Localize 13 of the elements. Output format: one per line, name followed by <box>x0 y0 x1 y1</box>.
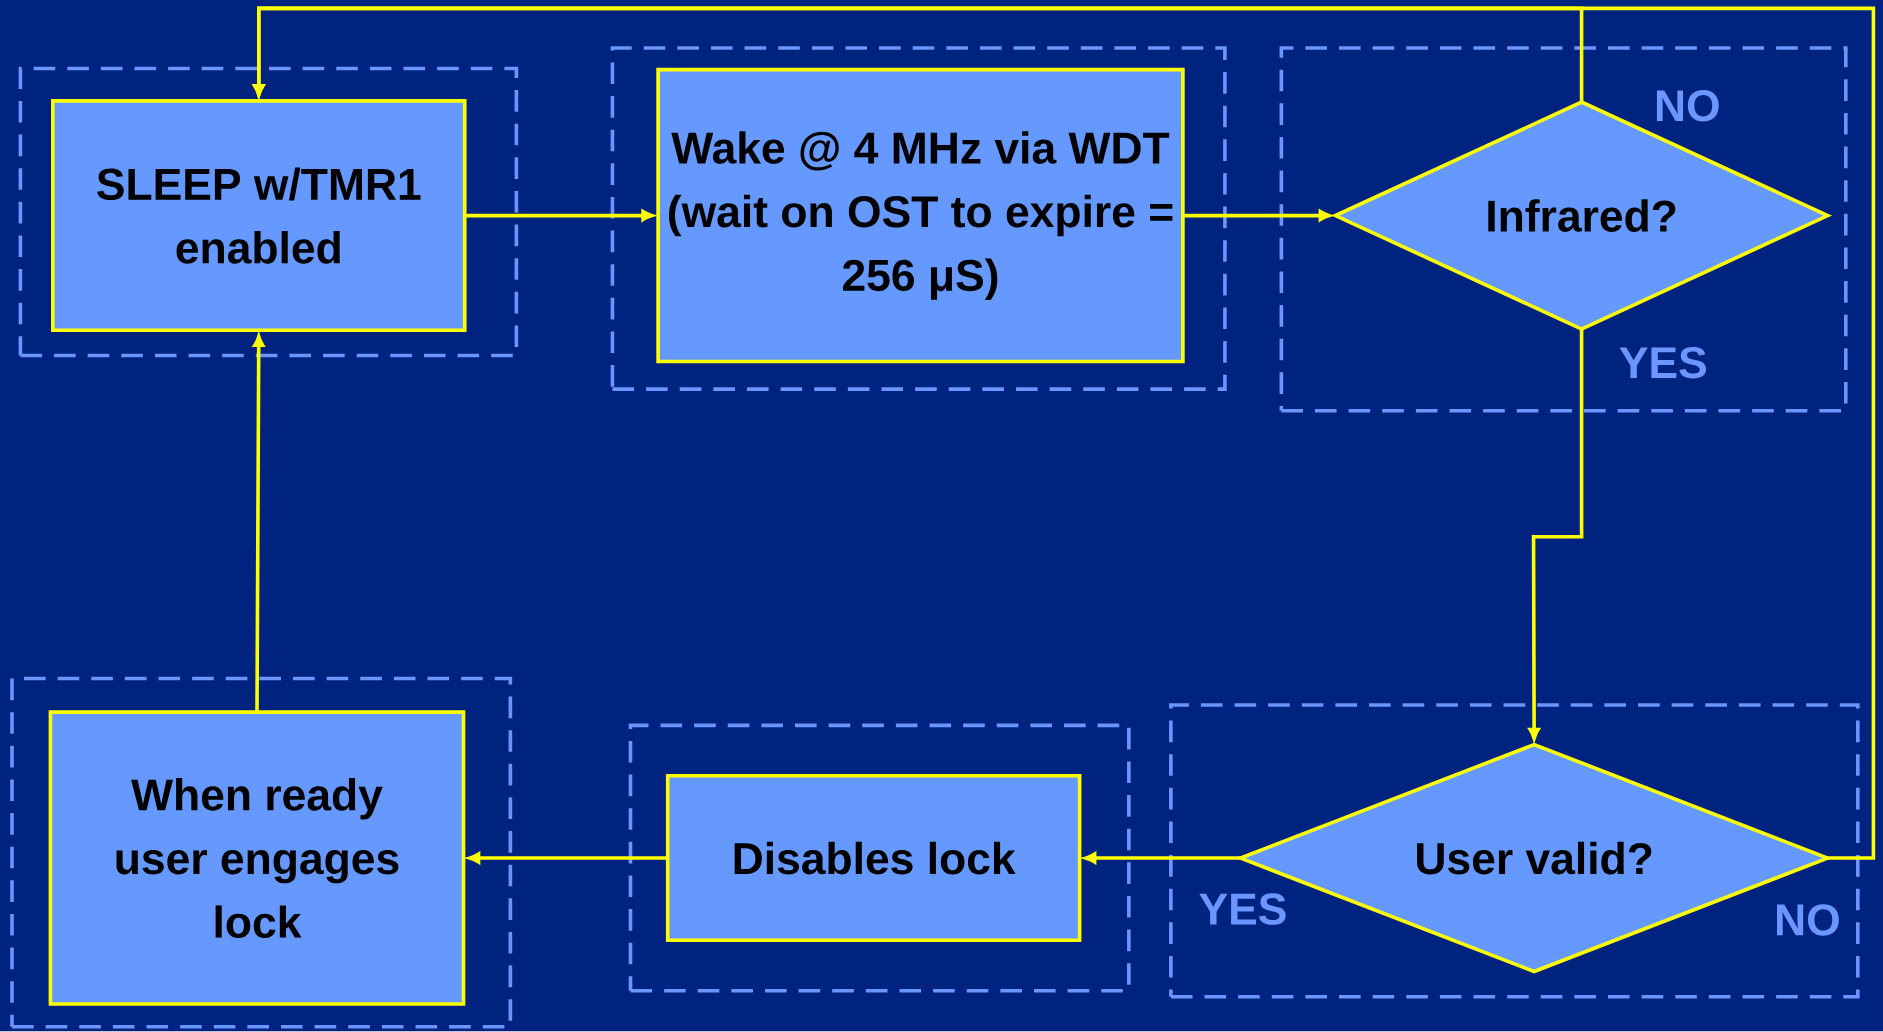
process-box: SLEEP w/TMR1 enabled <box>51 99 467 333</box>
arrow <box>253 6 1876 861</box>
process-box: When ready user engages lock <box>48 710 466 1006</box>
process-box: Wake @ 4 MHz via WDT (wait on OST to expire = 256 μS) <box>656 68 1185 364</box>
dashed-frame <box>628 723 1131 993</box>
process-box: Disables lock <box>665 774 1082 943</box>
arrow <box>1528 329 1584 741</box>
dashed-frame <box>1279 46 1848 413</box>
edge-label: YES <box>1616 344 1711 381</box>
dashed-frame <box>610 46 1227 392</box>
dashed-frame <box>1169 703 1860 999</box>
dashed-frame <box>18 66 519 358</box>
dashed-frame <box>10 676 513 1029</box>
